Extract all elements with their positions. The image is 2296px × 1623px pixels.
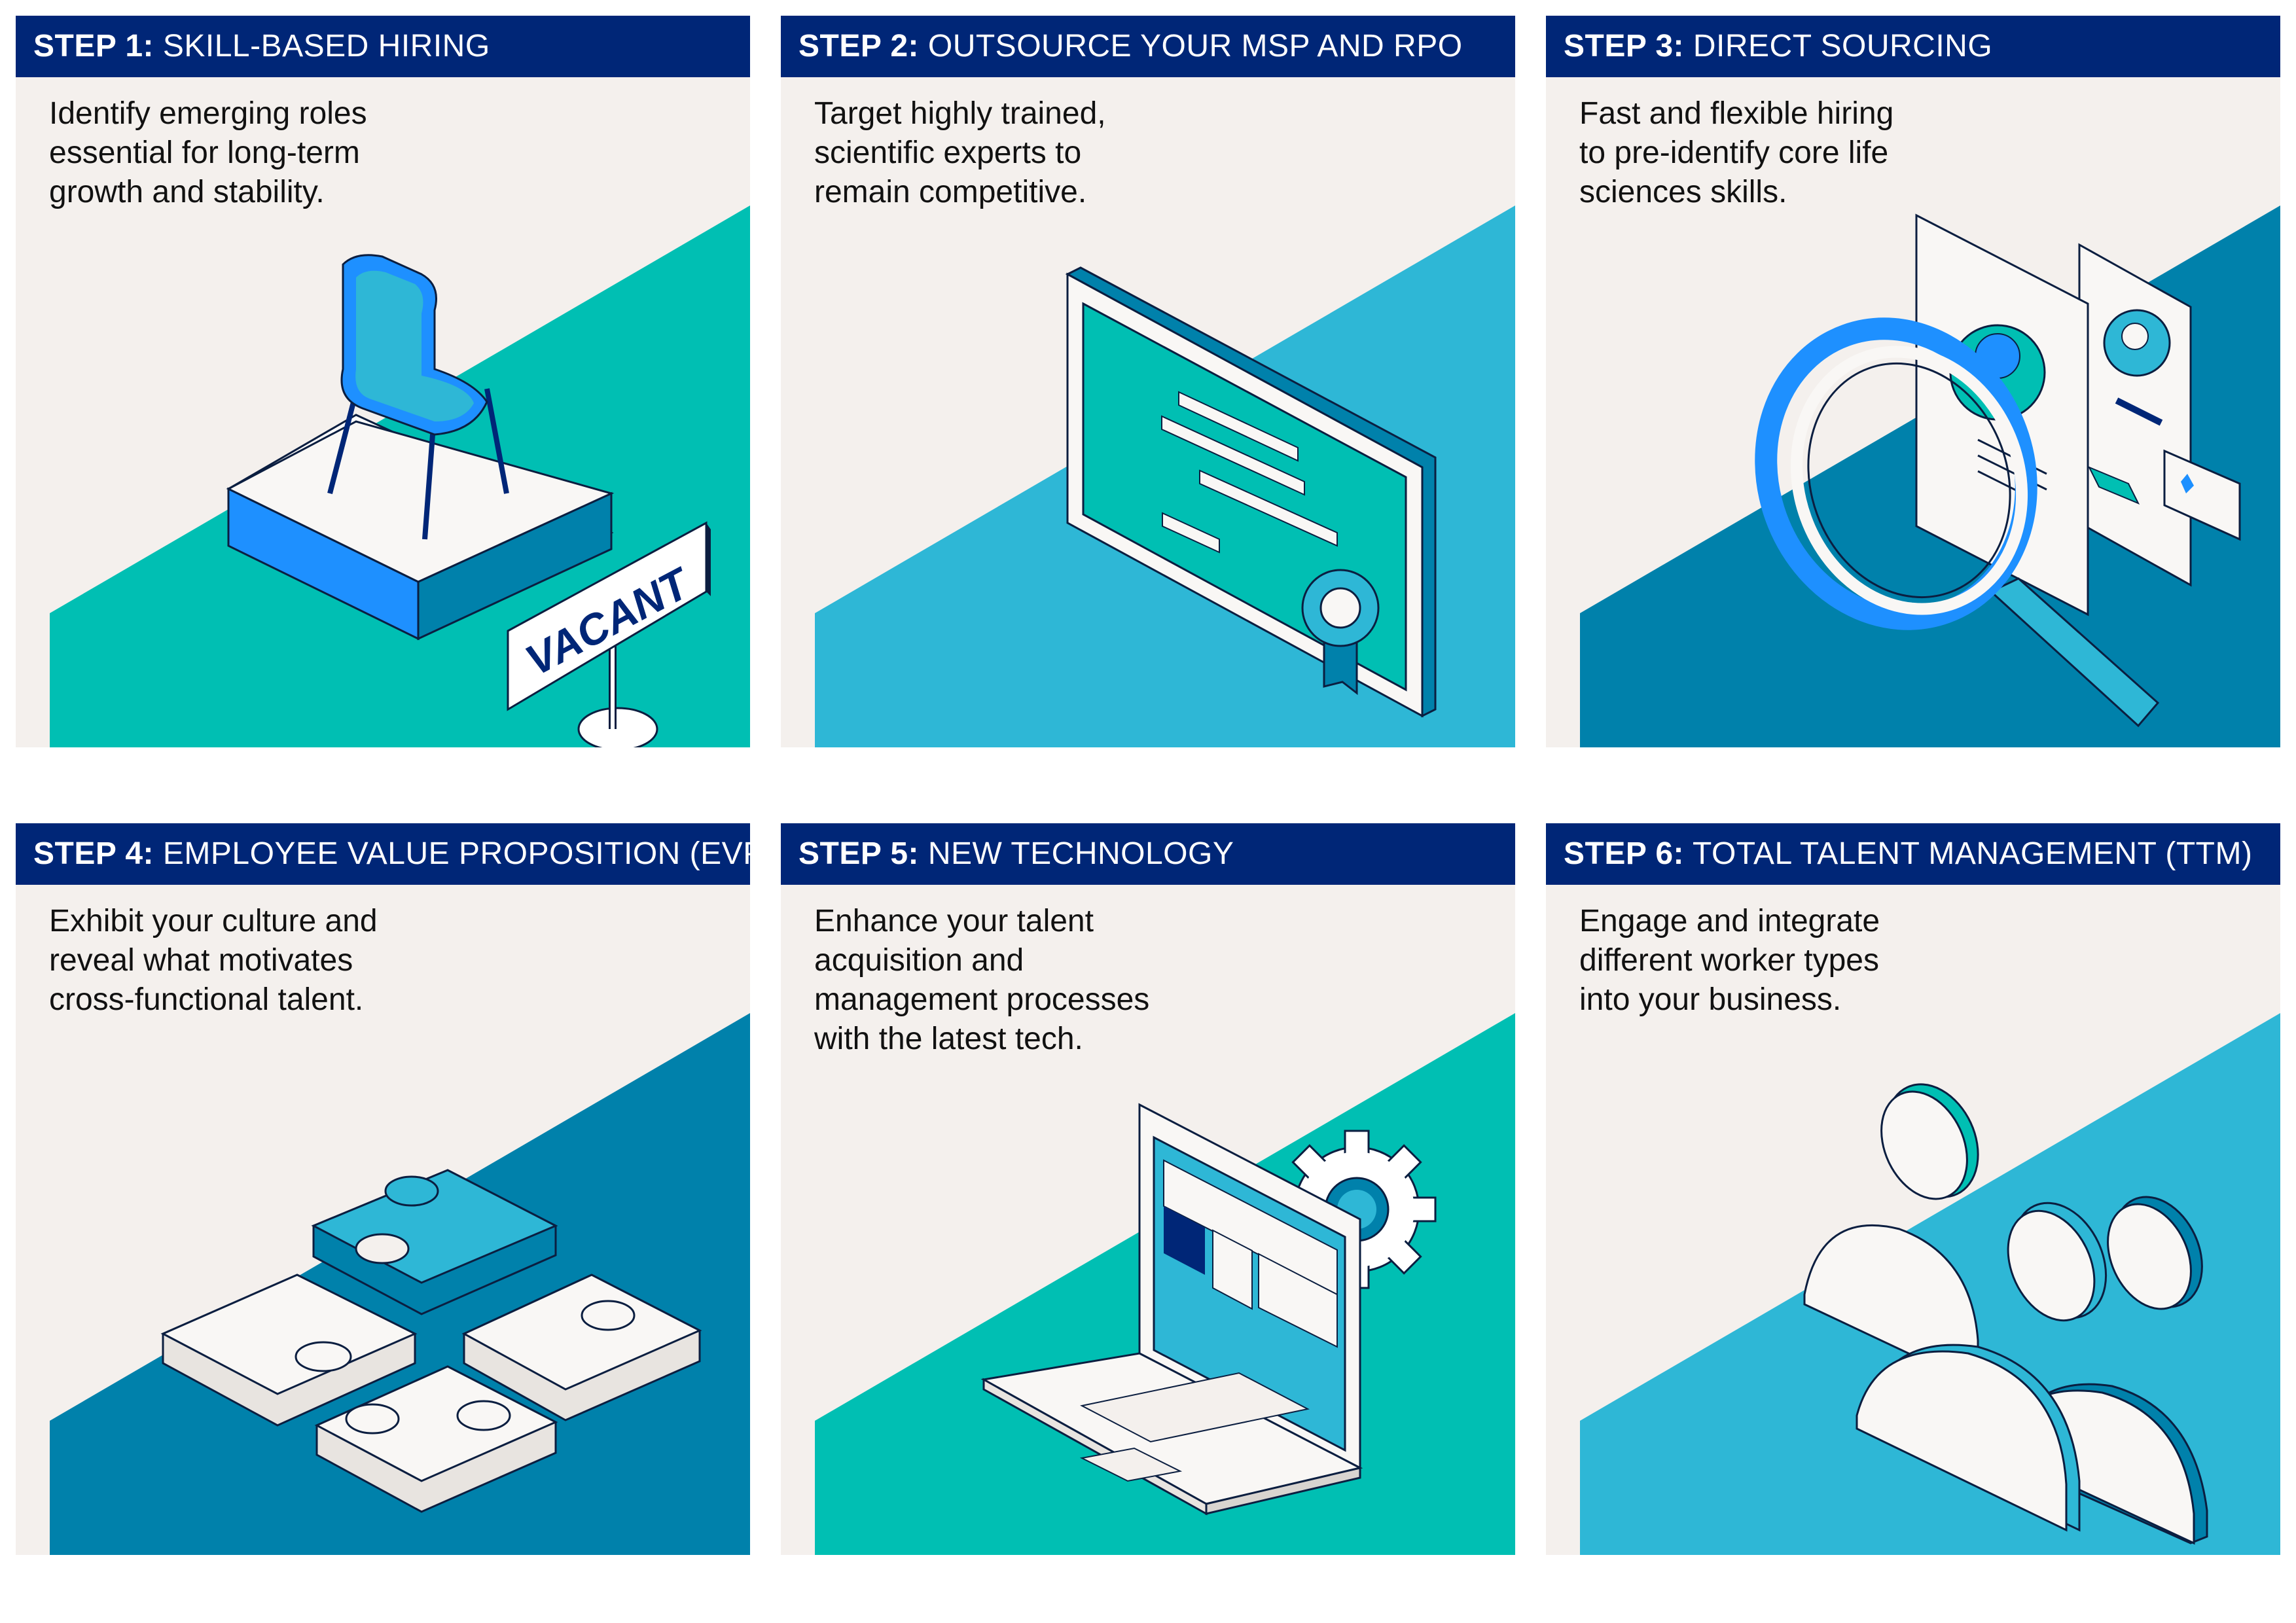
- step-label: STEP 4:: [33, 836, 154, 871]
- step-label: STEP 2:: [798, 29, 920, 63]
- people-group-icon: [1803, 1083, 2208, 1545]
- step-description: Identify emerging roles essential for lo…: [49, 94, 520, 212]
- step-description: Fast and flexible hiring to pre-identify…: [1579, 94, 2051, 212]
- step-label: STEP 5:: [798, 836, 920, 871]
- description-line: remain competitive.: [814, 175, 1087, 209]
- step-header: STEP 1: SKILL-BASED HIRING: [16, 16, 750, 77]
- step-description: Target highly trained, scientific expert…: [814, 94, 1285, 212]
- description-line: Identify emerging roles: [49, 96, 367, 131]
- step-title: OUTSOURCE YOUR MSP AND RPO: [927, 29, 1463, 63]
- step-title: SKILL-BASED HIRING: [162, 29, 490, 63]
- certificate-icon: [1065, 266, 1437, 718]
- step-title: DIRECT SOURCING: [1693, 29, 1993, 63]
- step-card-5: STEP 5: NEW TECHNOLOGY Enhance your tale…: [781, 823, 1515, 1555]
- vacant-chair-icon: VACANT: [226, 254, 711, 747]
- step-description: Exhibit your culture and reveal what mot…: [49, 902, 520, 1020]
- step-header: STEP 6: TOTAL TALENT MANAGEMENT (TTM): [1546, 823, 2280, 885]
- step-header: STEP 4: EMPLOYEE VALUE PROPOSITION (EVP): [16, 823, 750, 885]
- step-card-4: STEP 4: EMPLOYEE VALUE PROPOSITION (EVP)…: [16, 823, 750, 1555]
- description-line: growth and stability.: [49, 175, 325, 209]
- description-line: Exhibit your culture and: [49, 904, 378, 938]
- description-line: with the latest tech.: [814, 1022, 1083, 1056]
- description-line: into your business.: [1579, 982, 1842, 1017]
- description-line: to pre-identify core life: [1579, 135, 1889, 170]
- step-header: STEP 2: OUTSOURCE YOUR MSP AND RPO: [781, 16, 1515, 77]
- step-title: NEW TECHNOLOGY: [927, 836, 1234, 871]
- puzzle-pieces-icon: [160, 1169, 702, 1513]
- magnifier-resume-icon: [1755, 213, 2241, 728]
- step-header: STEP 3: DIRECT SOURCING: [1546, 16, 2280, 77]
- step-label: STEP 1:: [33, 29, 154, 63]
- description-line: acquisition and: [814, 943, 1024, 978]
- step-card-1: STEP 1: SKILL-BASED HIRING Identify emer…: [16, 16, 750, 747]
- description-line: cross-functional talent.: [49, 982, 364, 1017]
- description-line: Target highly trained,: [814, 96, 1106, 131]
- description-line: management processes: [814, 982, 1150, 1017]
- step-card-2: STEP 2: OUTSOURCE YOUR MSP AND RPO Targe…: [781, 16, 1515, 747]
- gear-icon: [1277, 1130, 1437, 1289]
- step-label: STEP 6:: [1564, 836, 1685, 871]
- description-line: scientific experts to: [814, 135, 1082, 170]
- description-line: essential for long-term: [49, 135, 360, 170]
- description-line: Enhance your talent: [814, 904, 1094, 938]
- step-header: STEP 5: NEW TECHNOLOGY: [781, 823, 1515, 885]
- description-line: different worker types: [1579, 943, 1879, 978]
- step-title: TOTAL TALENT MANAGEMENT (TTM): [1692, 836, 2253, 871]
- step-card-3: STEP 3: DIRECT SOURCING Fast and flexibl…: [1546, 16, 2280, 747]
- description-line: sciences skills.: [1579, 175, 1787, 209]
- step-description: Enhance your talent acquisition and mana…: [814, 902, 1285, 1059]
- description-line: reveal what motivates: [49, 943, 353, 978]
- step-card-6: STEP 6: TOTAL TALENT MANAGEMENT (TTM) En…: [1546, 823, 2280, 1555]
- description-line: Fast and flexible hiring: [1579, 96, 1894, 131]
- step-title: EMPLOYEE VALUE PROPOSITION (EVP): [162, 836, 750, 871]
- step-label: STEP 3:: [1564, 29, 1685, 63]
- laptop-gear-icon: [980, 1103, 1437, 1516]
- step-description: Engage and integrate different worker ty…: [1579, 902, 2051, 1020]
- description-line: Engage and integrate: [1579, 904, 1880, 938]
